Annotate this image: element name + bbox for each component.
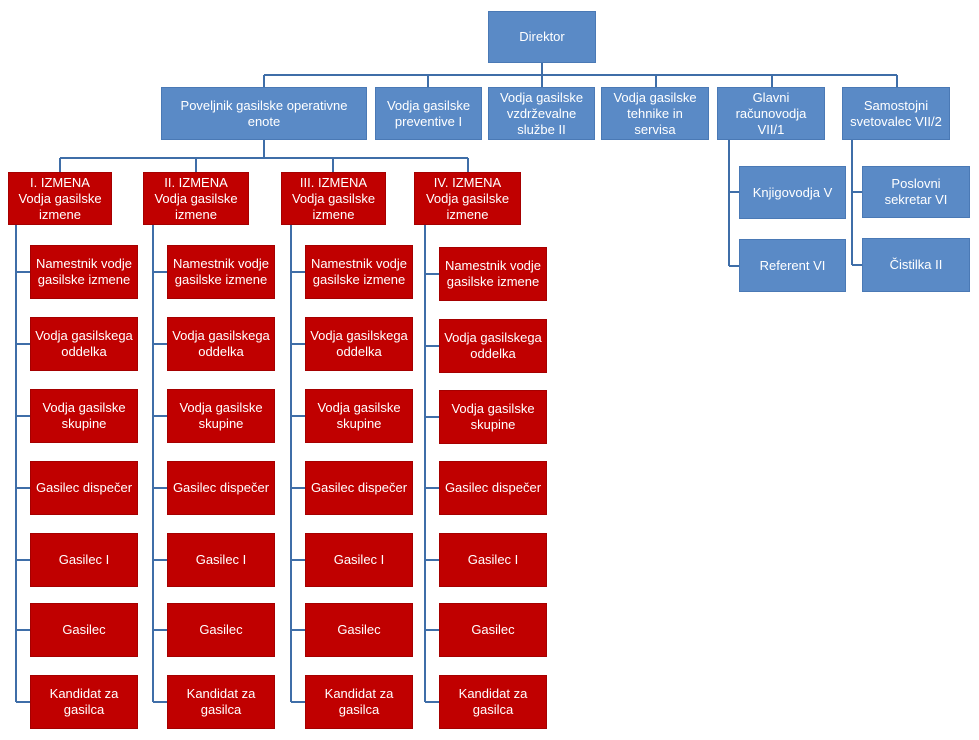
node-maintenance-head: Vodja gasilske vzdrževalne službe II — [488, 87, 595, 140]
shift-head: IV. IZMENA Vodja gasilske izmene — [414, 172, 521, 225]
node-clerk: Referent VI — [739, 239, 846, 292]
shift-member: Gasilec — [305, 603, 413, 657]
shift-member: Vodja gasilskega oddelka — [30, 317, 138, 371]
shift-member: Gasilec — [30, 603, 138, 657]
shift-member: Gasilec dispečer — [439, 461, 547, 515]
shift-member: Gasilec dispečer — [30, 461, 138, 515]
shift-member: Vodja gasilske skupine — [30, 389, 138, 443]
shift-member: Vodja gasilske skupine — [439, 390, 547, 444]
shift-member: Gasilec dispečer — [305, 461, 413, 515]
node-director: Direktor — [488, 11, 596, 63]
shift-member: Vodja gasilske skupine — [167, 389, 275, 443]
node-bookkeeper: Knjigovodja V — [739, 166, 846, 219]
shift-member: Vodja gasilske skupine — [305, 389, 413, 443]
shift-member: Kandidat za gasilca — [30, 675, 138, 729]
shift-member: Gasilec I — [305, 533, 413, 587]
node-chief-accountant: Glavni računovodja VII/1 — [717, 87, 825, 140]
shift-head: I. IZMENA Vodja gasilske izmene — [8, 172, 112, 225]
node-senior-advisor: Samostojni svetovalec VII/2 — [842, 87, 950, 140]
shift-member: Namestnik vodje gasilske izmene — [439, 247, 547, 301]
node-prevention-head: Vodja gasilske preventive I — [375, 87, 482, 140]
shift-member: Gasilec I — [30, 533, 138, 587]
node-cleaner: Čistilka II — [862, 238, 970, 292]
shift-member: Kandidat za gasilca — [167, 675, 275, 729]
shift-member: Vodja gasilskega oddelka — [167, 317, 275, 371]
node-secretary: Poslovni sekretar VI — [862, 166, 970, 218]
shift-member: Vodja gasilskega oddelka — [439, 319, 547, 373]
shift-member: Vodja gasilskega oddelka — [305, 317, 413, 371]
shift-member: Gasilec — [167, 603, 275, 657]
shift-member: Gasilec dispečer — [167, 461, 275, 515]
shift-member: Gasilec I — [167, 533, 275, 587]
shift-member: Kandidat za gasilca — [305, 675, 413, 729]
node-commander: Poveljnik gasilske operativne enote — [161, 87, 367, 140]
shift-member: Gasilec I — [439, 533, 547, 587]
shift-member: Kandidat za gasilca — [439, 675, 547, 729]
shift-member: Gasilec — [439, 603, 547, 657]
shift-head: III. IZMENA Vodja gasilske izmene — [281, 172, 386, 225]
shift-head: II. IZMENA Vodja gasilske izmene — [143, 172, 249, 225]
node-technics-head: Vodja gasilske tehnike in servisa — [601, 87, 709, 140]
shift-member: Namestnik vodje gasilske izmene — [30, 245, 138, 299]
shift-member: Namestnik vodje gasilske izmene — [167, 245, 275, 299]
shift-member: Namestnik vodje gasilske izmene — [305, 245, 413, 299]
